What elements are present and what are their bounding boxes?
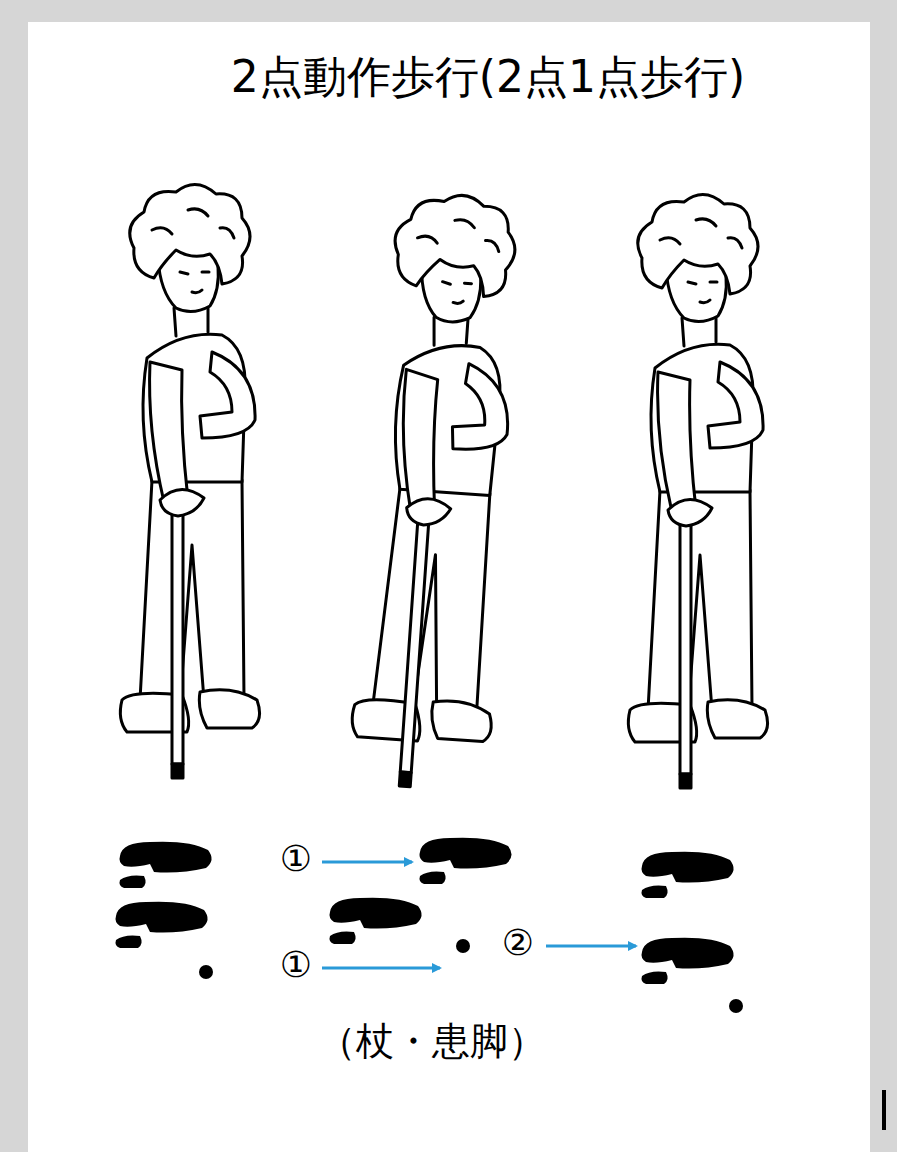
drawing-use (120, 184, 259, 778)
edge-mark (882, 1090, 886, 1130)
drawing-use (642, 852, 734, 898)
drawing-use (642, 938, 734, 984)
drawing-circle (199, 965, 213, 979)
drawing-use (120, 842, 212, 888)
callout-number: ② (502, 922, 534, 963)
drawing-circle (456, 939, 470, 953)
drawing-line (322, 967, 440, 970)
footprints (116, 838, 744, 1013)
drawing-use (420, 838, 512, 884)
drawing-use (628, 194, 767, 788)
callout-number: ① (280, 838, 312, 879)
figure-step-2 (348, 190, 528, 792)
figure-step-1 (120, 184, 259, 778)
drawing-circle (729, 999, 743, 1013)
drawing-use (330, 898, 422, 944)
figure-step-3 (628, 194, 767, 788)
step-arrows (322, 862, 636, 968)
drawing-line (546, 945, 636, 948)
drawing-line (322, 861, 412, 864)
callout-number: ① (280, 944, 312, 985)
drawing-use (348, 190, 528, 792)
caption: （杖・患脚） (318, 1020, 546, 1064)
drawing-use (116, 902, 208, 948)
diagram-title: 2点動作歩行(2点1点歩行) (231, 52, 745, 103)
